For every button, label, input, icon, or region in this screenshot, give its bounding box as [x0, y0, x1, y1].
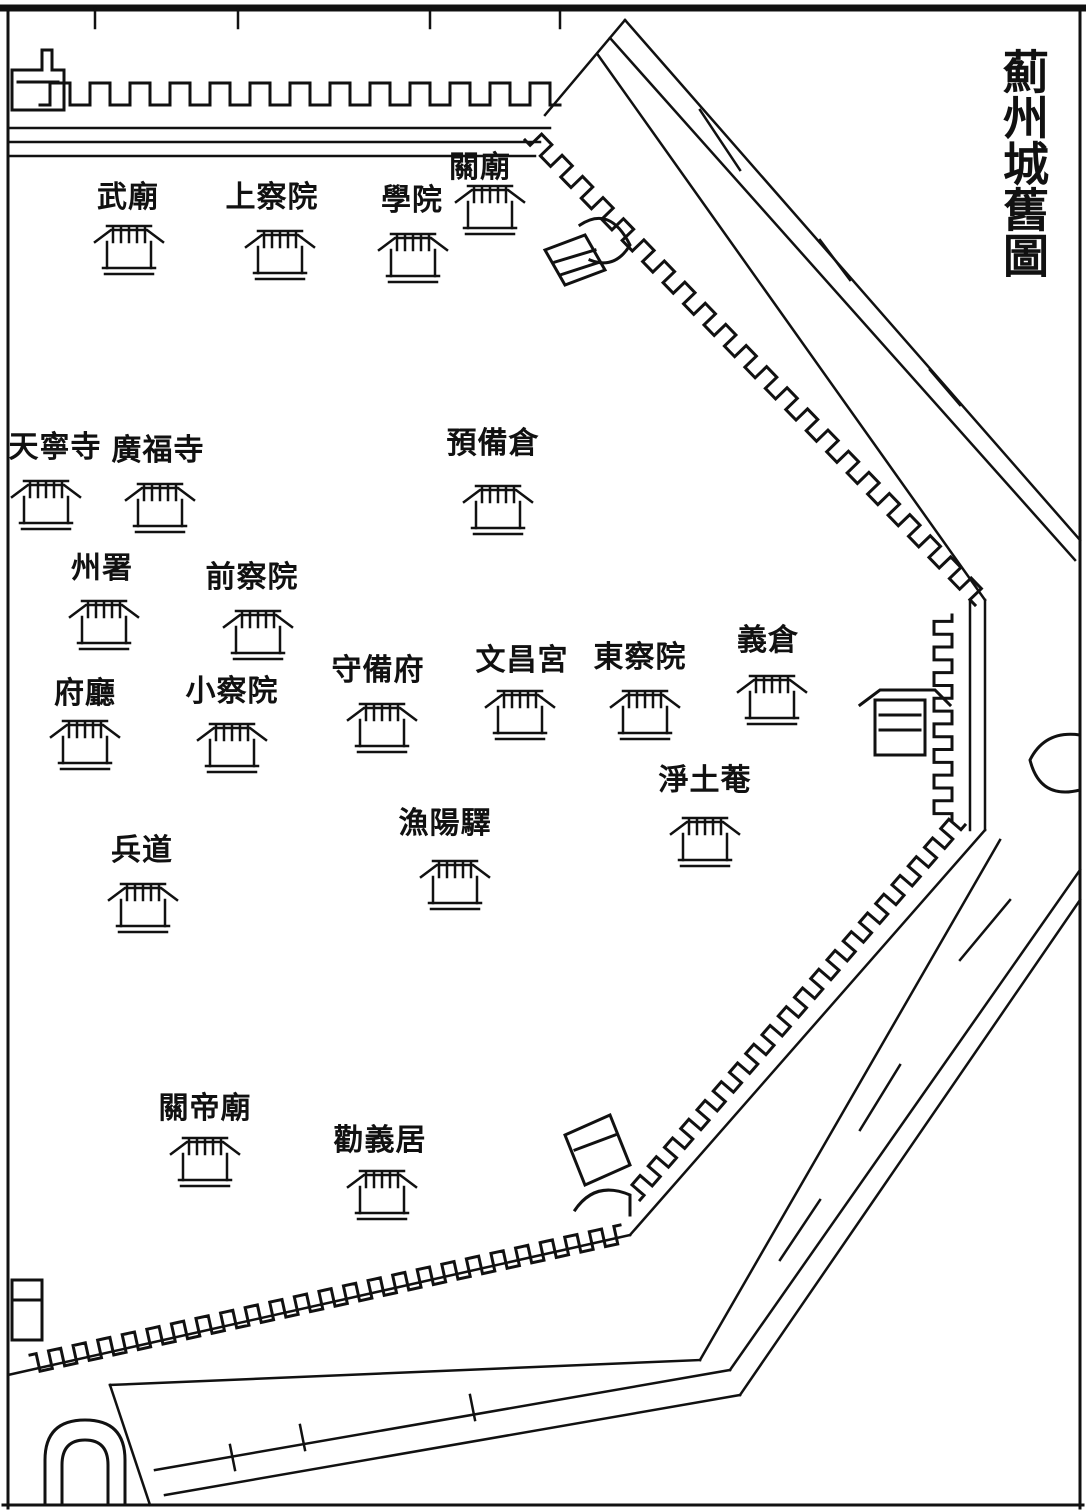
label-yu-yang-yi: 漁陽驛	[398, 806, 492, 841]
label-quan-yi-ju: 勸義居	[333, 1123, 427, 1158]
building-icon-quan-yi-ju	[346, 1169, 418, 1221]
building-icon-guan-miao	[454, 184, 526, 236]
building-icon-guang-fu-si	[124, 482, 196, 534]
building-icon-shou-bei-fu	[346, 702, 418, 754]
building-icon-wen-chang-gong	[484, 689, 556, 741]
label-yi-cang: 義倉	[737, 623, 799, 658]
building-icon-xue-yuan	[377, 232, 449, 284]
label-zhou-shu: 州署	[71, 551, 133, 586]
building-icon-bing-dao	[107, 882, 179, 934]
building-icon-dong-cha-yuan	[609, 689, 681, 741]
building-icon-fu-ting	[49, 719, 121, 771]
building-icon-tian-ning-si	[10, 479, 82, 531]
label-yu-bei-cang: 預備倉	[446, 426, 540, 461]
outer-wall	[6, 6, 1082, 1507]
building-icon-yi-cang	[736, 674, 808, 726]
building-icon-zhou-shu	[68, 599, 140, 651]
map-title: 薊州城舊圖	[996, 48, 1050, 278]
building-icon-guan-di-miao	[169, 1136, 241, 1188]
label-guang-fu-si: 廣福寺	[111, 433, 205, 468]
label-tian-ning-si: 天寧寺	[8, 430, 102, 465]
label-bing-dao: 兵道	[111, 833, 173, 868]
label-jing-tu-an: 淨土菴	[658, 763, 752, 798]
label-guan-miao: 關廟	[449, 150, 511, 185]
label-qian-cha-yuan: 前察院	[205, 560, 299, 595]
building-icon-yu-yang-yi	[419, 859, 491, 911]
gate-towers	[10, 48, 1082, 1507]
building-icon-qian-cha-yuan	[222, 609, 294, 661]
label-xue-yuan: 學院	[381, 183, 443, 218]
building-icon-jing-tu-an	[669, 816, 741, 868]
label-dong-cha-yuan: 東察院	[593, 640, 687, 675]
building-icon-shang-cha-yuan	[244, 229, 316, 281]
building-icon-yu-bei-cang	[462, 484, 534, 536]
label-wen-chang-gong: 文昌宮	[475, 643, 569, 678]
label-fu-ting: 府廳	[54, 676, 116, 711]
label-xiao-cha-yuan: 小察院	[185, 674, 279, 709]
label-shang-cha-yuan: 上察院	[225, 180, 319, 215]
page-border	[0, 4, 1086, 1510]
label-wu-miao: 武廟	[97, 180, 159, 215]
building-icon-wu-miao	[93, 224, 165, 276]
building-icon-xiao-cha-yuan	[196, 722, 268, 774]
battlements	[28, 81, 984, 1374]
building-icons	[10, 184, 808, 1221]
label-shou-bei-fu: 守備府	[331, 653, 425, 688]
label-guan-di-miao: 關帝廟	[158, 1091, 252, 1126]
